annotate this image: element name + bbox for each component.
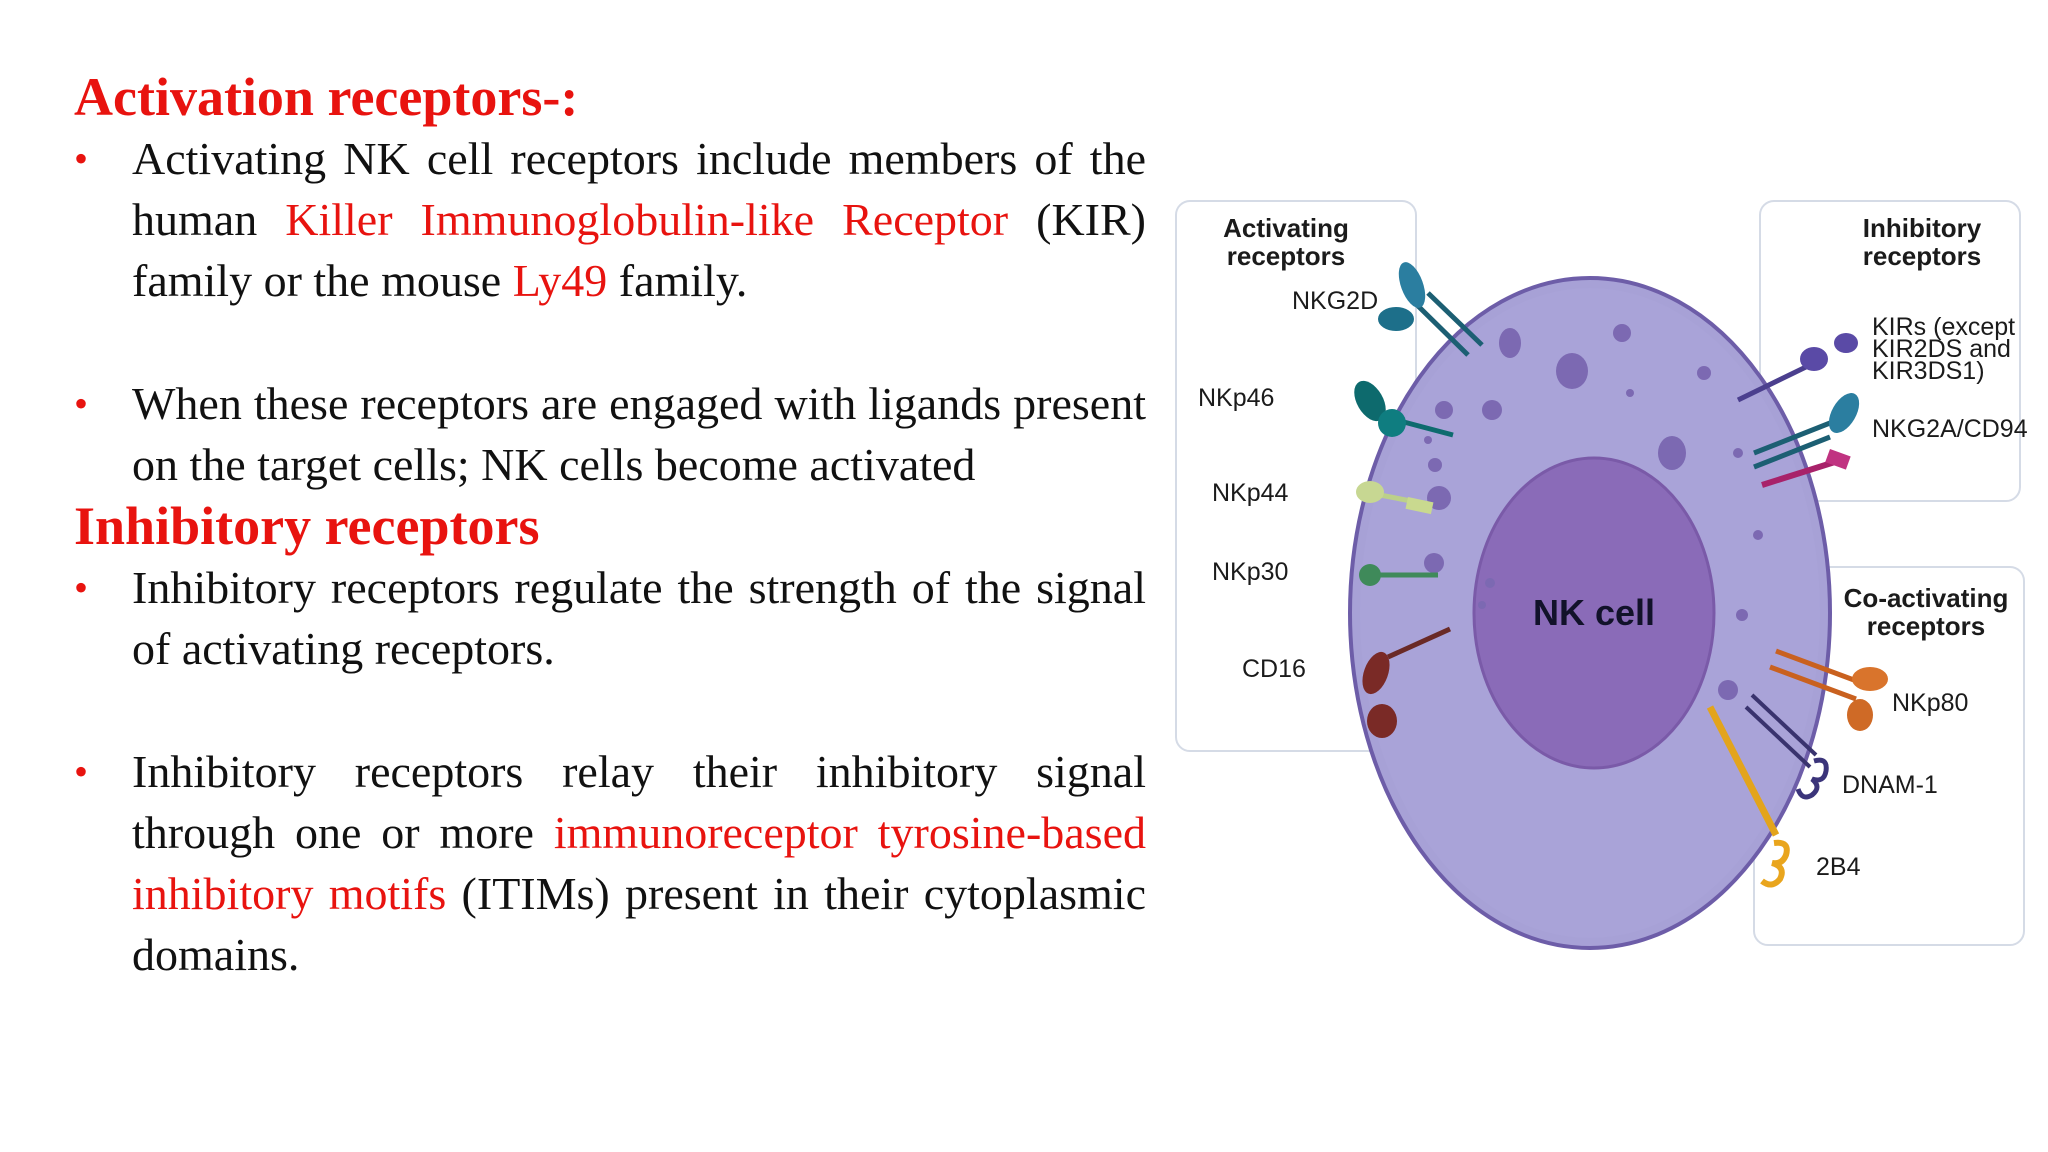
label-2b4: 2B4 — [1816, 853, 1861, 881]
label-kirs-2: KIR2DS and — [1872, 335, 2011, 363]
label-nkp30: NKp30 — [1212, 558, 1288, 586]
activating-title-2: receptors — [1227, 241, 1346, 271]
bullet-engaged-ligands: •When these receptors are engaged with l… — [74, 373, 1146, 495]
bullet-dot: • — [74, 381, 89, 426]
receptor-nkp46 — [1354, 380, 1454, 438]
bullet-activating-kir: •Activating NK cell receptors include me… — [74, 128, 1146, 311]
receptor-nkp80 — [1769, 648, 1888, 731]
label-nkg2d: NKG2D — [1292, 287, 1378, 315]
label-nkp46: NKp46 — [1198, 384, 1274, 412]
bullet-dot: • — [74, 136, 89, 181]
receptor-nkg2d — [1378, 262, 1484, 357]
receptor-dnam1 — [1744, 693, 1829, 800]
itim-term: immunoreceptor tyrosine-based inhibitory… — [132, 807, 1146, 919]
receptor-2b4 — [1706, 705, 1790, 888]
ly49-term: Ly49 — [512, 255, 608, 306]
coactivating-title-1: Co-activating — [1844, 583, 2009, 613]
receptor-cd16 — [1362, 626, 1452, 738]
label-nkg2a-cd94: NKG2A/CD94 — [1872, 415, 2028, 443]
kir-term: Killer Immunoglobulin-like Receptor — [285, 194, 1009, 245]
label-dnam1: DNAM-1 — [1842, 771, 1938, 799]
receptor-nkg2a-cd94 — [1753, 393, 1860, 488]
label-kirs-3: KIR3DS1) — [1872, 357, 1985, 385]
receptor-kirs — [1736, 333, 1858, 403]
receptor-nkp30 — [1359, 564, 1438, 586]
heading-activation: Activation receptors-: — [74, 67, 579, 127]
label-nkp80: NKp80 — [1892, 689, 1968, 717]
activating-title-1: Activating — [1223, 213, 1349, 243]
bullet-regulate-strength: •Inhibitory receptors regulate the stren… — [74, 557, 1146, 679]
heading-inhibitory: Inhibitory receptors — [74, 496, 540, 556]
label-nkp44: NKp44 — [1212, 479, 1289, 507]
coactivating-title-2: receptors — [1867, 611, 1986, 641]
inhibitory-title-2: receptors — [1863, 241, 1982, 271]
bullet-dot: • — [74, 749, 89, 794]
label-kirs-1: KIRs (except — [1872, 313, 2015, 341]
label-cd16: CD16 — [1242, 655, 1306, 683]
nk-cell-diagram: NK cell — [1170, 195, 2030, 965]
cell-vesicles — [1424, 324, 1763, 700]
slide-text: Activation receptors-: •Activating NK ce… — [74, 66, 1146, 985]
bullet-itims: •Inhibitory receptors relay their inhibi… — [74, 741, 1146, 985]
receptor-nkp44 — [1356, 481, 1434, 515]
nk-cell-nucleus — [1472, 456, 1716, 770]
nk-cell-label: NK cell — [1533, 592, 1655, 633]
nk-cell-diagram-svg: NK cell — [1175, 200, 2028, 950]
bullet-dot: • — [74, 565, 89, 610]
inhibitory-title-1: Inhibitory — [1863, 213, 1982, 243]
